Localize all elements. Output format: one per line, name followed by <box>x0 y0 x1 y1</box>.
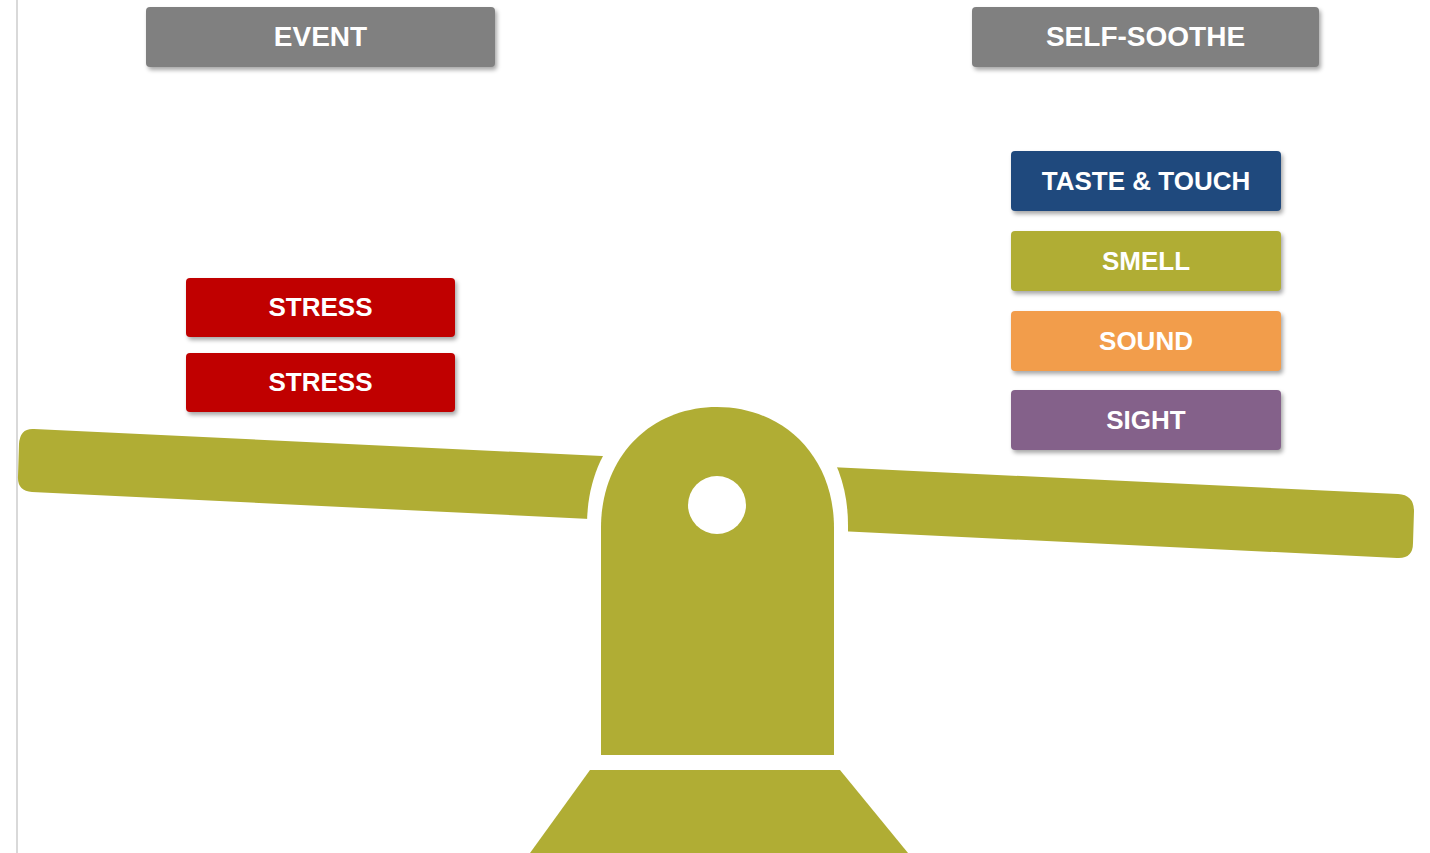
sense-block: SMELL <box>1011 231 1281 291</box>
edge-rule <box>16 0 18 853</box>
column-header: SELF-SOOTHE <box>972 7 1319 67</box>
stress-block: STRESS <box>186 278 455 337</box>
seesaw-base <box>530 770 908 853</box>
pivot-hole <box>688 476 746 534</box>
block-label: SIGHT <box>1106 405 1185 436</box>
pivot-outline <box>587 392 848 770</box>
stress-block: STRESS <box>186 353 455 412</box>
sense-block: SIGHT <box>1011 390 1281 450</box>
block-label: SELF-SOOTHE <box>1046 21 1245 53</box>
block-label: STRESS <box>268 292 372 323</box>
column-header: EVENT <box>146 7 495 67</box>
sense-block: TASTE & TOUCH <box>1011 151 1281 211</box>
sense-block: SOUND <box>1011 311 1281 371</box>
block-label: SMELL <box>1102 246 1190 277</box>
block-label: STRESS <box>268 367 372 398</box>
block-label: TASTE & TOUCH <box>1042 166 1250 197</box>
block-label: SOUND <box>1099 326 1193 357</box>
pivot-post <box>601 407 834 755</box>
block-label: EVENT <box>274 21 367 53</box>
